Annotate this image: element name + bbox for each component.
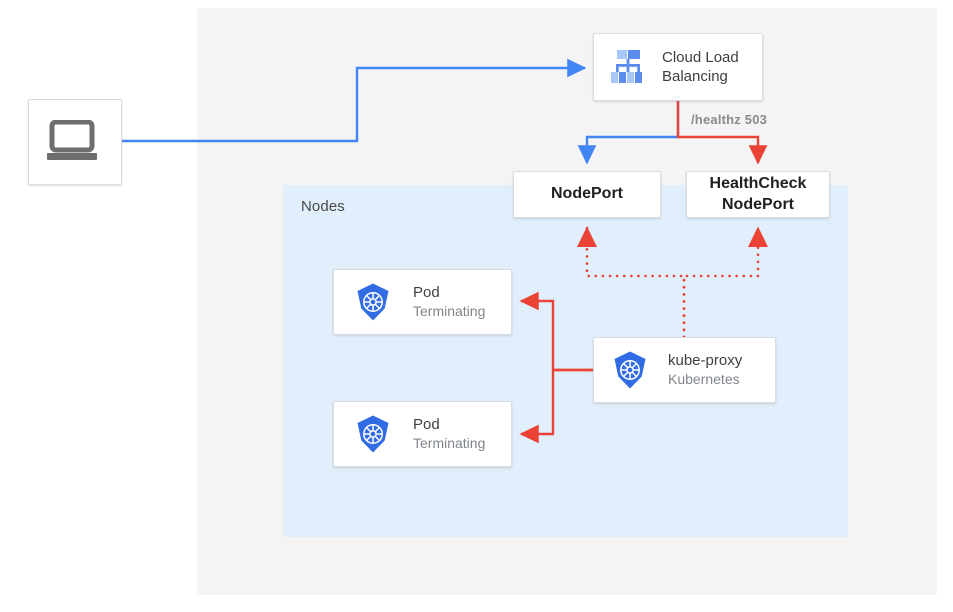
kubernetes-icon [353, 414, 393, 454]
kube-proxy-subtitle: Kubernetes [668, 370, 740, 387]
cloud-load-balancing-card[interactable]: Cloud Load Balancing [593, 33, 763, 101]
pod-2-subtitle: Terminating [413, 434, 486, 451]
pod-card-2[interactable]: Pod Terminating [333, 401, 512, 467]
healthcheck-nodeport-card[interactable]: HealthCheck NodePort [686, 171, 830, 218]
clb-label-line1: Cloud Load [662, 48, 739, 66]
pod-1-title: Pod [413, 284, 440, 302]
laptop-icon [46, 120, 104, 164]
cloud-load-balancing-icon [608, 48, 648, 86]
kube-proxy-label: kube-proxy Kubernetes [668, 351, 742, 388]
nodes-region-label: Nodes [301, 198, 345, 215]
kubernetes-icon [610, 350, 650, 390]
pod-2-label: Pod Terminating [413, 415, 485, 452]
hc-label-line1: HealthCheck [709, 175, 807, 193]
kube-proxy-card[interactable]: kube-proxy Kubernetes [593, 337, 776, 403]
nodeport-card[interactable]: NodePort [513, 171, 661, 218]
kube-proxy-title: kube-proxy [668, 352, 743, 370]
pod-1-subtitle: Terminating [413, 302, 486, 319]
healthz-edge-label: /healthz 503 [691, 112, 768, 127]
cloud-load-balancing-label: Cloud Load Balancing [662, 48, 739, 86]
kubernetes-icon [353, 282, 393, 322]
client-laptop-card[interactable] [28, 99, 122, 185]
hc-label-line2: NodePort [722, 195, 794, 213]
nodeport-label: NodePort [551, 185, 623, 203]
pod-card-1[interactable]: Pod Terminating [333, 269, 512, 335]
healthcheck-nodeport-label: HealthCheck NodePort [687, 174, 829, 214]
clb-label-line2: Balancing [662, 68, 728, 85]
pod-2-title: Pod [413, 416, 440, 434]
pod-1-label: Pod Terminating [413, 283, 485, 320]
